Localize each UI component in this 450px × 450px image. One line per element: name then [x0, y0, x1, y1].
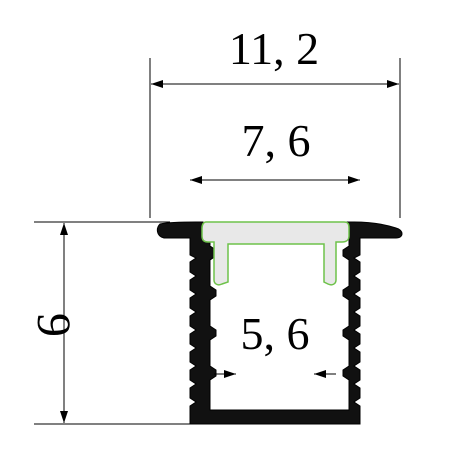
label-inner-top-width: 7, 6 — [242, 115, 311, 166]
diffuser-cover — [201, 221, 350, 286]
profile-body — [156, 221, 403, 425]
dimension-inner-top-width: 7, 6 — [190, 115, 360, 184]
dimension-inner-width: 5, 6 — [214, 308, 336, 378]
dimension-top-width: 11, 2 — [149, 23, 401, 218]
label-inner-width: 5, 6 — [241, 308, 310, 359]
label-height: 9 — [27, 313, 80, 337]
label-top-width: 11, 2 — [229, 23, 319, 74]
dimension-height: 9 — [27, 221, 200, 425]
